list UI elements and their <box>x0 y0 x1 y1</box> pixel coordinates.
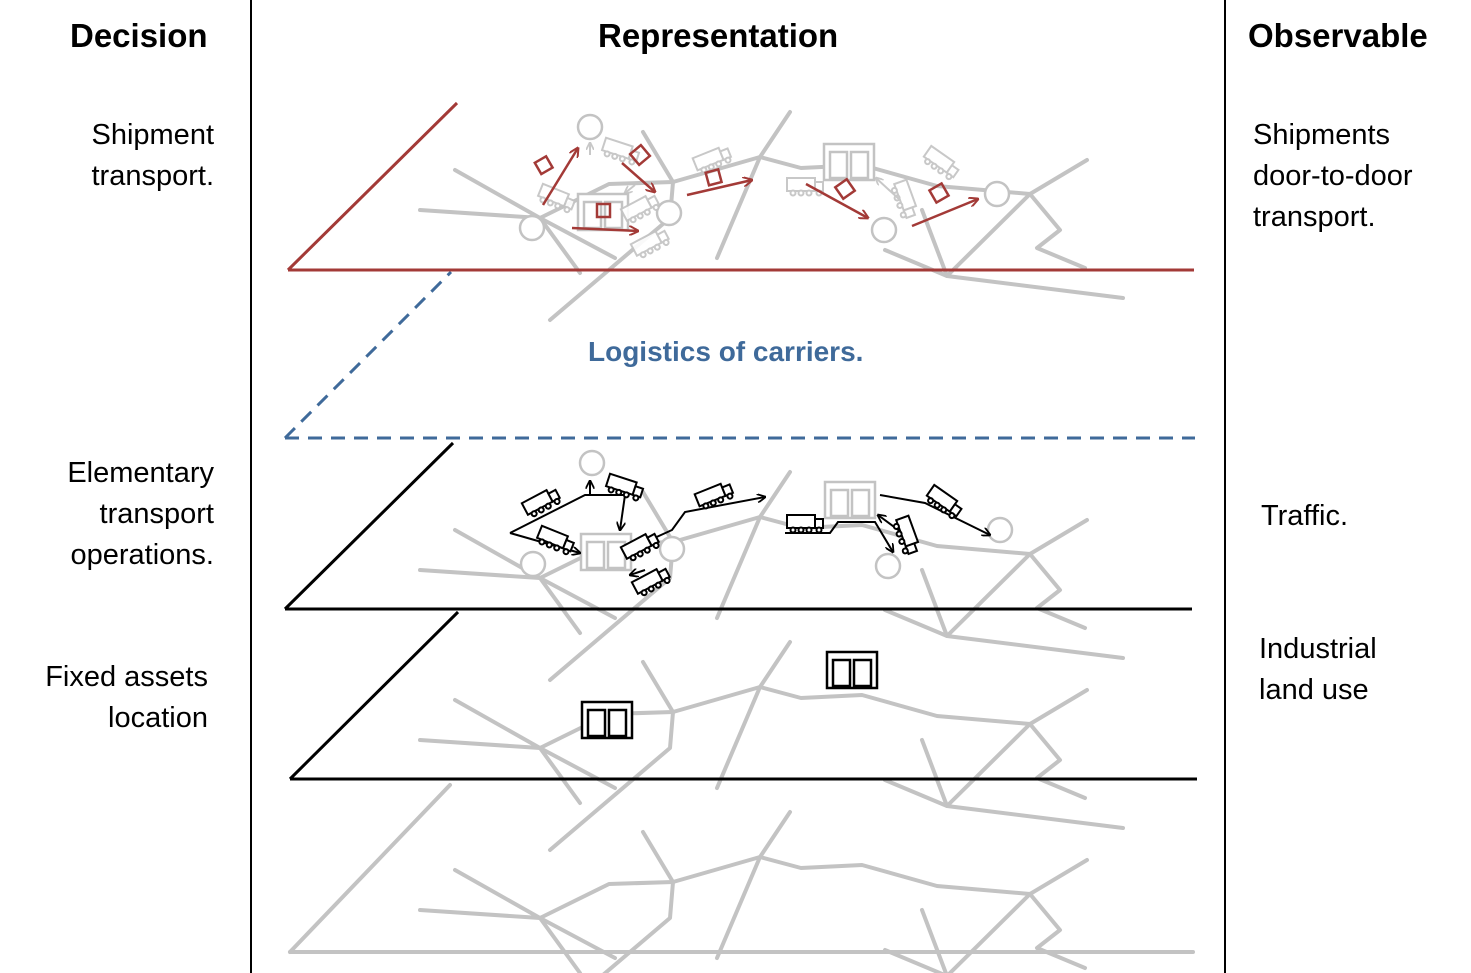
observable-header: Observable <box>1248 17 1428 54</box>
decision-header: Decision <box>70 17 208 54</box>
representation-header: Representation <box>598 17 839 54</box>
left-column-divider <box>250 0 252 973</box>
logistics-label: Logistics of carriers. <box>588 336 864 367</box>
observable-traffic: Traffic. <box>1261 500 1349 532</box>
fixed-assets-layer <box>288 610 1197 852</box>
right-column-divider <box>1224 0 1226 973</box>
logistics-layer <box>283 270 1195 440</box>
shipment-layer <box>286 101 1194 322</box>
base-network-layer <box>288 783 1195 973</box>
elementary-operations-layer <box>283 441 1192 682</box>
